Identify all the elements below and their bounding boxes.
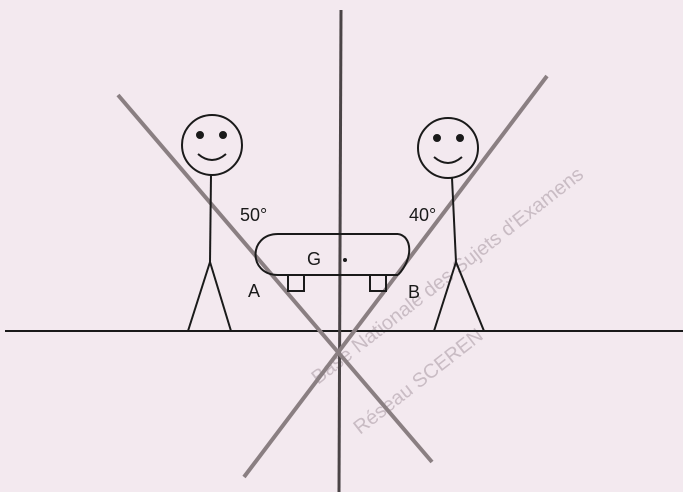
point-a-label: A <box>248 281 260 301</box>
handle-b <box>369 274 387 292</box>
cylinder-right-end <box>397 233 411 276</box>
body-right <box>451 177 457 263</box>
leg-right-1 <box>433 261 457 332</box>
rope-right <box>242 74 549 479</box>
point-b-label: B <box>408 282 420 302</box>
leg-left-1 <box>187 261 211 332</box>
angle-label-left: 50° <box>240 205 267 225</box>
rope-left <box>116 93 434 464</box>
cylinder-load <box>254 233 411 292</box>
cylinder-left-end <box>254 233 279 276</box>
head-right <box>417 117 479 179</box>
center-of-mass-label: G <box>307 249 321 269</box>
head-left <box>181 114 243 176</box>
smile-left <box>197 153 227 161</box>
stick-figure-right <box>417 117 485 332</box>
eye-right-2 <box>456 134 464 142</box>
smile-right <box>433 156 463 164</box>
angle-label-right: 40° <box>409 205 436 225</box>
handle-a <box>287 274 305 292</box>
eye-right-1 <box>433 134 441 142</box>
leg-right-2 <box>455 261 485 332</box>
eye-left-2 <box>219 131 227 139</box>
stick-figure-left <box>181 114 243 332</box>
center-of-mass-dot <box>343 258 347 262</box>
body-left <box>209 174 212 263</box>
vertical-axis <box>337 9 343 492</box>
eye-left-1 <box>196 131 204 139</box>
leg-left-2 <box>209 261 232 332</box>
